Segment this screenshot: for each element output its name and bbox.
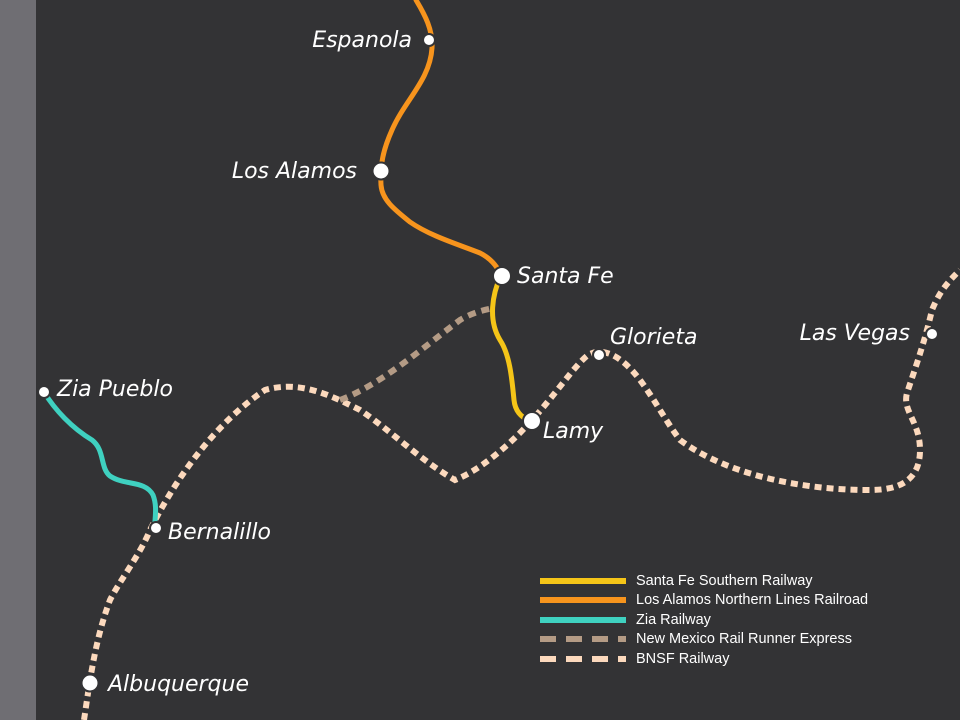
- zia-route: [41, 389, 159, 531]
- station-marker: [925, 327, 939, 341]
- station-label: Santa Fe: [517, 264, 614, 289]
- legend-label: Santa Fe Southern Railway: [636, 572, 813, 589]
- los-alamos-northern-route: [378, 0, 504, 278]
- station-marker: [80, 673, 100, 693]
- santa-fe-southern-route: [490, 272, 533, 424]
- station-lamy[interactable]: Lamy: [522, 411, 604, 444]
- station-espanola[interactable]: Espanola: [312, 28, 436, 53]
- station-label: Zia Pueblo: [56, 377, 173, 402]
- legend-swatch: [540, 636, 626, 643]
- legend-label: Zia Railway: [636, 611, 711, 628]
- legend-item-zia: Zia Railway: [540, 610, 868, 630]
- station-label: Lamy: [543, 419, 604, 444]
- station-label: Espanola: [312, 28, 412, 53]
- station-marker: [422, 33, 436, 47]
- legend-swatch: [540, 655, 626, 662]
- legend-swatch: [540, 597, 626, 604]
- station-marker: [492, 266, 512, 286]
- station-label: Glorieta: [610, 325, 697, 350]
- legend-item-bnsf: BNSF Railway: [540, 649, 868, 669]
- side-strip: [0, 0, 36, 720]
- station-marker: [37, 385, 51, 399]
- station-glorieta[interactable]: Glorieta: [592, 325, 697, 362]
- legend-label: BNSF Railway: [636, 650, 730, 667]
- legend-swatch: [540, 577, 626, 584]
- station-zia-pueblo[interactable]: Zia Pueblo: [37, 377, 173, 402]
- legend-label: Los Alamos Northern Lines Railroad: [636, 592, 869, 609]
- station-marker: [149, 521, 163, 535]
- station-label: Bernalillo: [168, 520, 271, 545]
- legend-item-rail-runner: New Mexico Rail Runner Express: [540, 630, 868, 650]
- bnsf-route: [81, 267, 960, 720]
- station-marker: [522, 411, 542, 431]
- rail-runner-route: [338, 305, 495, 403]
- station-los-alamos[interactable]: Los Alamos: [232, 159, 391, 184]
- station-marker: [371, 161, 391, 181]
- station-bernalillo[interactable]: Bernalillo: [149, 520, 271, 545]
- station-santa-fe[interactable]: Santa Fe: [492, 264, 614, 289]
- legend-item-santa-fe-southern: Santa Fe Southern Railway: [540, 571, 868, 591]
- station-las-vegas[interactable]: Las Vegas: [800, 321, 939, 346]
- station-label: Las Vegas: [800, 321, 910, 346]
- legend-item-los-alamos-northern: Los Alamos Northern Lines Railroad: [540, 591, 868, 611]
- station-marker: [592, 348, 606, 362]
- station-albuquerque[interactable]: Albuquerque: [80, 672, 250, 697]
- map-legend: Santa Fe Southern Railway Los Alamos Nor…: [540, 571, 868, 669]
- legend-label: New Mexico Rail Runner Express: [636, 631, 852, 648]
- station-label: Los Alamos: [232, 159, 357, 184]
- legend-swatch: [540, 616, 626, 623]
- station-label: Albuquerque: [106, 672, 249, 697]
